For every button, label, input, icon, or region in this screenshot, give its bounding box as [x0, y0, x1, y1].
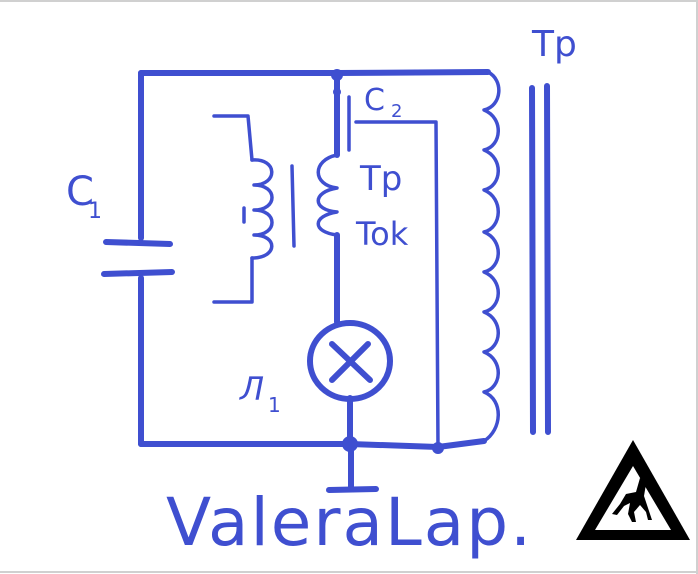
lamp-cross	[329, 341, 373, 383]
top-wire	[138, 69, 491, 76]
current-transformer-coil	[316, 153, 339, 237]
label-tok: Tok	[355, 215, 409, 253]
signature-text: ValeraLap.	[166, 484, 533, 561]
capacitor-c2	[347, 95, 440, 449]
lamp-l1	[307, 320, 393, 402]
transformer-core-line-2	[544, 83, 551, 435]
current-transformer-winding	[316, 153, 339, 237]
label-c2: C	[364, 83, 385, 118]
label-transformer: Tp	[531, 24, 577, 65]
label-lamp: Л	[239, 370, 264, 408]
labels: C 1 C 2 Tp Tp Tok Л 1 ValeraLap.	[66, 24, 577, 561]
transformer-winding	[482, 70, 501, 443]
junctions	[331, 69, 444, 454]
capacitor-c2-branch-wire	[354, 120, 440, 449]
junction-bottom-right	[432, 442, 444, 454]
label-c2-subscript: 2	[391, 101, 402, 122]
label-lamp-subscript: 1	[268, 393, 281, 417]
deer-warning-sign-icon	[576, 440, 690, 540]
inductor-with-core	[212, 114, 296, 304]
transformer-core-line-1	[529, 85, 536, 435]
inductor-core	[290, 164, 296, 248]
junction-top	[331, 69, 343, 81]
inductor-lead-bottom	[212, 256, 254, 304]
ground-bar	[326, 486, 379, 493]
capacitor-c1-plate-top	[103, 239, 173, 247]
junction-c2	[333, 88, 341, 96]
inductor-lead-top	[212, 114, 254, 162]
junction-bottom-center	[342, 436, 358, 452]
label-current-transformer: Tp	[359, 159, 402, 199]
capacitor-c1-plate-bottom	[101, 269, 175, 277]
lamp-circle	[307, 320, 393, 402]
deer-silhouette-icon	[612, 476, 652, 522]
transformer-tp	[482, 70, 551, 443]
label-c1: C	[66, 169, 94, 215]
bottom-wire	[138, 438, 487, 450]
capacitor-c1	[101, 239, 175, 277]
inductor-coil	[250, 158, 274, 260]
label-c1-subscript: 1	[88, 199, 102, 224]
